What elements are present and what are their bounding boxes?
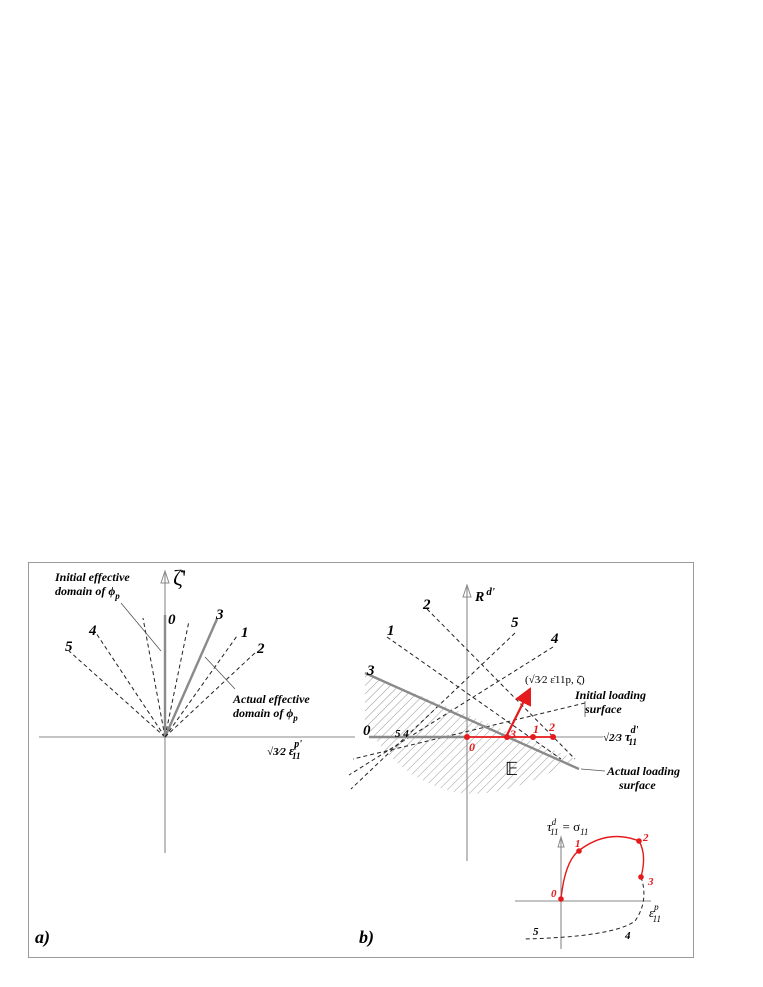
panel-b-label-4: 4 [550,631,559,647]
panel-b-tag: b) [359,927,374,948]
panel-a-initial-label-line1: Initial effective [54,570,130,584]
panel-b-line-initial [352,702,586,760]
inset-point-2 [636,838,642,844]
panel-b-point-0 [464,734,470,740]
panel-a-y-arrow [160,569,170,584]
panel-b-actual-surface-line2: surface [618,778,656,792]
panel-a-tag: a) [35,927,50,948]
inset-y-arrow [557,835,565,848]
panel-b-label-5: 5 [511,615,519,631]
inset-label-2: 2 [642,832,649,844]
panel-b-hatched-domain [365,673,575,794]
panel-b-point-1 [530,734,536,740]
inset-label-0: 0 [551,888,557,900]
panel-b-actual-surface-line1: Actual loading [606,764,680,778]
panel-a-line-initial [142,617,166,738]
panel-a-actual-label-line2: domain of ϕp [233,706,298,723]
panel-b-point-label-0: 0 [469,740,475,754]
panel-b-label-5-4: 5 4 [395,728,409,740]
figure-canvas: 5 4 0 3 1 2 ζ̇' Initial effective domain… [35,565,680,949]
panel-a-label-2: 2 [256,641,265,657]
panel-b-label-2: 2 [422,597,431,613]
panel-b-point-label-3: 3 [509,727,516,741]
inset-red-curve [560,835,640,900]
panel-a-label-4: 4 [88,623,97,639]
panel-a-y-axis-label: ζ̇' [173,565,186,590]
panel-b-point-label-1: 1 [533,722,539,736]
panel-a-line-3 [163,618,219,738]
panel-a-actual-label-line1: Actual effective [232,692,310,706]
panel-b-domain-symbol: 𝔼 [505,759,518,779]
inset-label-5: 5 [533,926,539,938]
panel-a-actual-leader [204,656,236,690]
panel-a-initial-label-line2: domain of ϕp [55,584,120,601]
inset-label-3: 3 [647,876,654,888]
figure-frame: 5 4 0 3 1 2 ζ̇' Initial effective domain… [28,562,694,958]
panel-b-point-label-2: 2 [548,720,555,734]
panel-b-line-5 [350,632,516,790]
panel-a-line-5 [68,650,166,738]
panel-b-line-3 [364,671,580,771]
inset-point-3 [638,874,644,880]
panel-a-label-5: 5 [65,639,73,655]
panel-a: 5 4 0 3 1 2 ζ̇' Initial effective domain… [35,565,355,948]
panel-b-initial-surface-line1: Initial loading [574,688,646,702]
panel-b-label-3: 3 [366,663,375,679]
panel-a-label-1: 1 [241,625,249,641]
panel-b-label-0: 0 [363,723,371,739]
panel-b-point-3 [504,734,510,740]
panel-b-point-2 [550,734,556,740]
panel-b-y-arrow [462,583,472,598]
panel-b-actual-leader [580,768,606,772]
inset-red-curve-2 [638,840,645,878]
inset-point-0 [558,896,564,902]
panel-a-initial-leader [120,602,162,652]
inset-label-1: 1 [575,838,581,850]
panel-a-label-3: 3 [215,607,224,623]
panel-a-line-extra [164,620,190,738]
inset-dashed-curve [522,876,645,940]
panel-b-line-2 [426,608,576,760]
panel-b-initial-surface-line2: surface [584,702,622,716]
panel-b-vector-label: (√3⁄2 ε̇11p, ζ̇) [525,674,585,686]
panel-b-red-vector [506,687,531,736]
inset-label-4: 4 [624,930,631,942]
panel-a-label-0: 0 [168,612,176,628]
inset-point-1 [576,848,582,854]
panel-b-label-1: 1 [387,623,395,639]
